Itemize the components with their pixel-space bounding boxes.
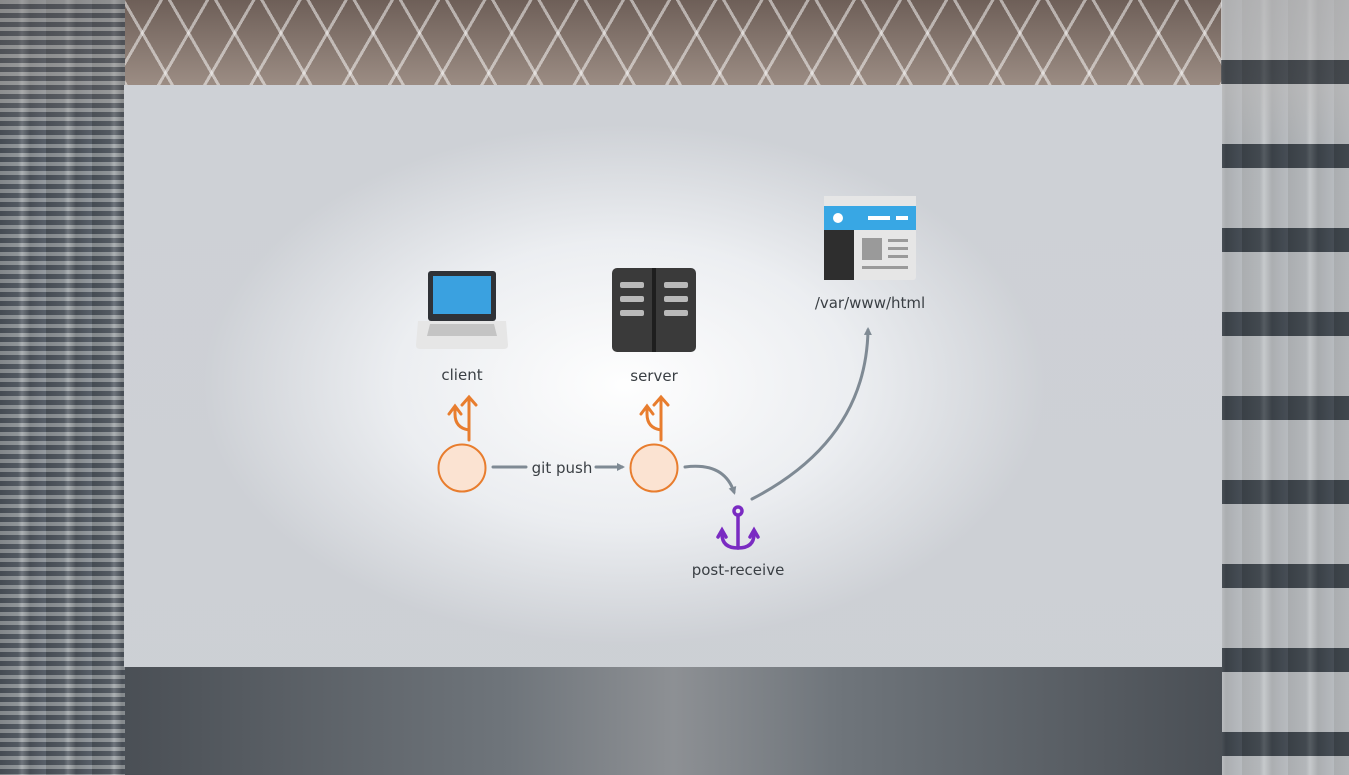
git-icon xyxy=(447,394,478,442)
git-icon xyxy=(639,394,670,442)
post-receive-label: post-receive xyxy=(692,561,785,579)
server-label: server xyxy=(630,367,678,385)
background-ceiling xyxy=(125,0,1222,86)
deploy-arrow xyxy=(750,327,872,501)
trigger-hook-arrow xyxy=(683,464,737,495)
background-rack-right xyxy=(1221,0,1349,775)
diagram-panel xyxy=(124,85,1222,667)
git-push-label: git push xyxy=(532,459,593,477)
client-commit-node xyxy=(437,443,487,493)
webroot-label: /var/www/html xyxy=(815,294,925,312)
laptop-icon xyxy=(416,271,508,349)
background-rack-left xyxy=(0,0,125,775)
server-commit-node xyxy=(629,443,679,493)
background-floor xyxy=(125,667,1222,775)
client-label: client xyxy=(441,366,482,384)
anchor-icon xyxy=(716,505,760,550)
webpage-icon xyxy=(824,196,916,280)
server-icon xyxy=(612,268,696,352)
